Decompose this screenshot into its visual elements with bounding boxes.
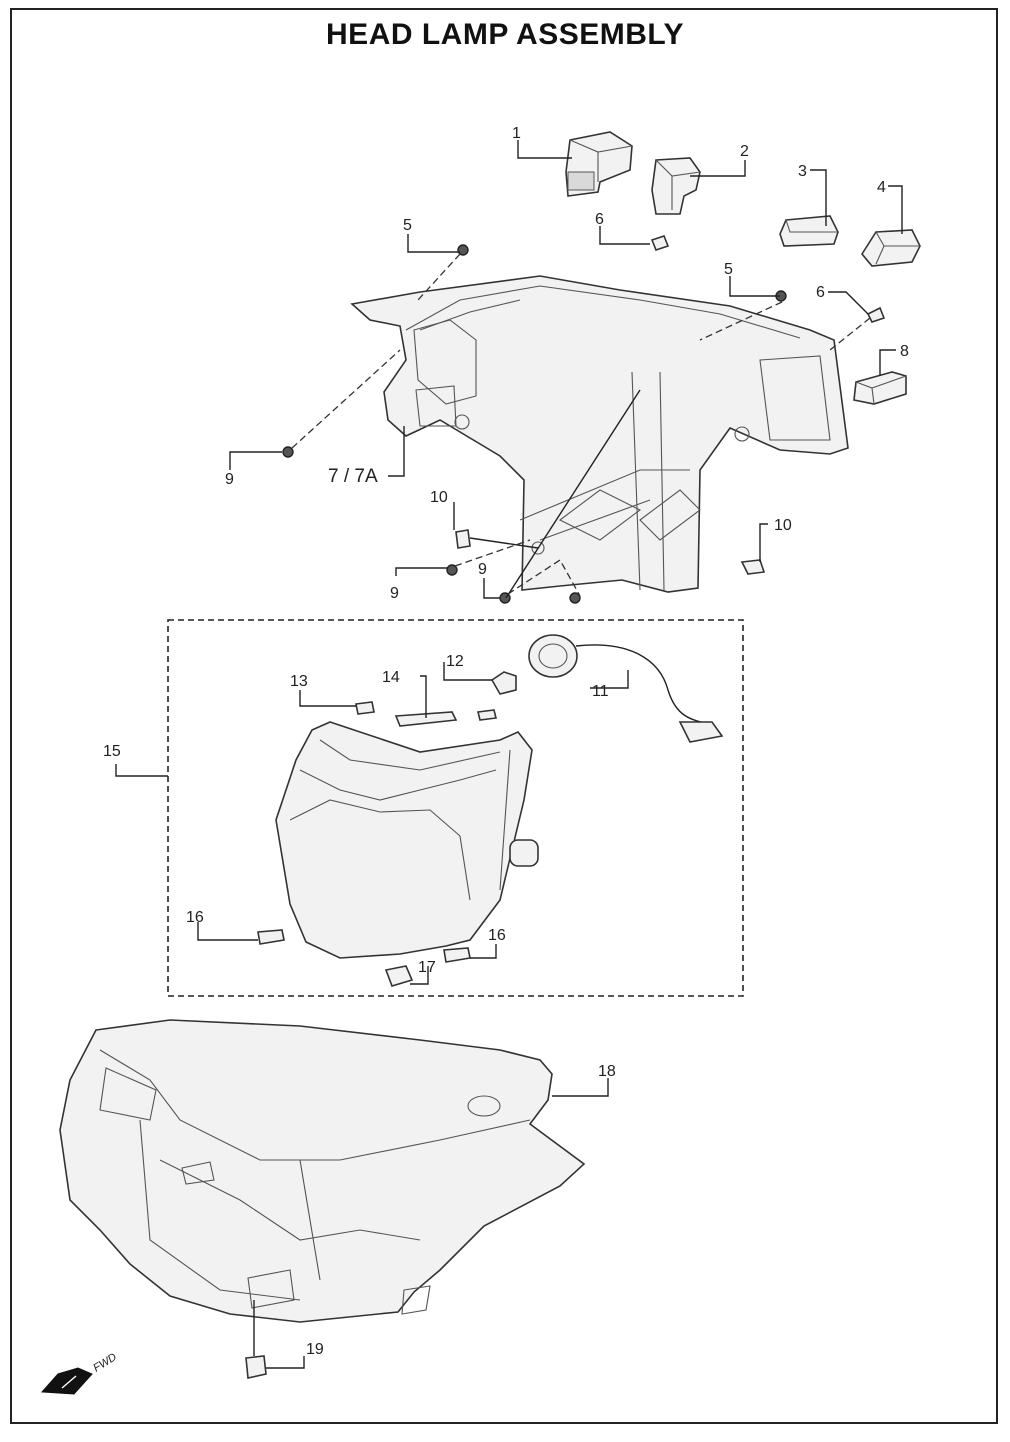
leader-lines (115, 140, 903, 1369)
part-15-headlamp-unit (275, 721, 539, 959)
callout-1: 1 (512, 125, 521, 142)
part-17-adjuster (384, 965, 414, 987)
screws-upper (282, 235, 886, 604)
callout-19: 19 (306, 1341, 324, 1358)
part-3-switch (779, 215, 839, 247)
part-16-pad-left (257, 929, 285, 945)
forward-arrow-icon (40, 1367, 93, 1395)
callout-14: 14 (382, 669, 400, 686)
callout-6-right: 6 (816, 284, 825, 301)
callout-10-right: 10 (774, 517, 792, 534)
headlamp-assembly-box (167, 619, 744, 997)
part-8-switch (853, 371, 907, 405)
forward-indicator: FWD (40, 1351, 119, 1395)
part-18-front-cover (59, 1019, 586, 1323)
page-title: HEAD LAMP ASSEMBLY (326, 18, 684, 51)
part-14b-clip (477, 709, 497, 721)
part-1-switch (565, 131, 633, 197)
callout-17: 17 (418, 959, 436, 976)
callout-15: 15 (103, 743, 121, 760)
callout-13: 13 (290, 673, 308, 690)
callout-12: 12 (446, 653, 464, 670)
callout-16-left: 16 (186, 909, 204, 926)
callout-9-right: 9 (478, 561, 487, 578)
callout-5-right: 5 (724, 261, 733, 278)
part-14-seal (394, 711, 458, 727)
part-12-bulb (490, 671, 517, 695)
part-7-upper-cover (350, 275, 849, 593)
callout-11: 11 (592, 683, 609, 700)
part-2-bracket (651, 157, 701, 215)
callout-9-center: 9 (390, 585, 399, 602)
callout-8: 8 (900, 343, 909, 360)
callout-5-left: 5 (403, 217, 412, 234)
callout-labels: 1 2 3 4 5 6 5 6 8 9 7 / 7A 10 9 9 10 11 … (103, 125, 909, 1358)
callout-18: 18 (598, 1063, 616, 1080)
callout-3: 3 (798, 163, 807, 180)
callout-10-left: 10 (430, 489, 448, 506)
callout-2: 2 (740, 143, 749, 160)
part-4-switch (861, 229, 921, 267)
callout-6-left: 6 (595, 211, 604, 228)
part-11-bulb-socket (528, 634, 724, 743)
part-19-bolt (245, 1300, 267, 1379)
part-16-pad-right (443, 947, 471, 963)
callout-16-right: 16 (488, 927, 506, 944)
callout-4: 4 (877, 179, 886, 196)
callout-7-7a: 7 / 7A (328, 466, 378, 487)
fwd-label: FWD (91, 1351, 119, 1374)
page-frame (10, 8, 998, 1424)
part-13-clip (355, 701, 375, 715)
callout-9-left: 9 (225, 471, 234, 488)
